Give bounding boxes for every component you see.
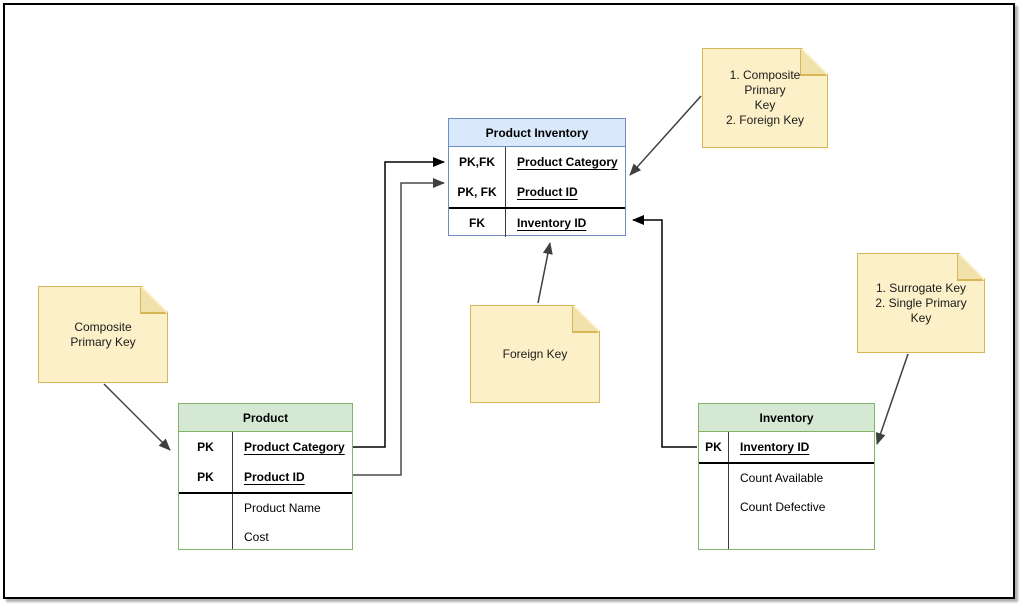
key-cell [179,522,233,549]
key-cell: PK [179,462,233,492]
table-row: PK Product ID [179,462,352,492]
field-cell: Product Category [517,155,618,169]
table-row: Count Available [699,462,874,492]
table-row: Product Name [179,492,352,522]
entity-table-product-inventory[interactable]: Product Inventory PK,FK Product Category… [448,118,626,237]
key-cell: PK, FK [449,177,506,207]
field-cell: Product ID [244,470,305,484]
key-cell [179,494,233,522]
field-cell: Inventory ID [740,440,810,454]
key-cell [699,464,729,492]
table-title: Product [179,404,352,432]
note-composite-pk[interactable]: Composite Primary Key [38,286,168,383]
table-row: PK Inventory ID [699,432,874,462]
field-cell: Product ID [517,185,578,199]
note-text: Foreign Key [502,346,568,361]
key-cell: PK [179,432,233,462]
field-cell: Cost [244,530,269,544]
note-text: Composite Primary Key [70,319,136,349]
field-cell: Inventory ID [517,216,587,230]
entity-table-inventory[interactable]: Inventory PK Inventory ID Count Availabl… [698,403,875,550]
table-title: Product Inventory [449,119,625,147]
note-composite-pk-fk[interactable]: 1. Composite Primary Key 2. Foreign Key [702,48,828,148]
table-title: Inventory [699,404,874,432]
field-cell: Product Category [244,440,345,454]
table-row: PK,FK Product Category [449,147,625,177]
note-text: 1. Composite Primary Key 2. Foreign Key [725,68,805,127]
entity-table-product[interactable]: Product PK Product Category PK Product I… [178,403,353,550]
key-cell: PK,FK [449,147,506,177]
key-cell: FK [449,209,506,237]
note-foreign-key[interactable]: Foreign Key [470,305,600,403]
note-text: 1. Surrogate Key 2. Single Primary Key [875,280,967,325]
table-row-empty [699,522,874,549]
table-row: Count Defective [699,492,874,522]
field-cell [729,522,874,549]
table-row: PK Product Category [179,432,352,462]
table-row: PK, FK Product ID [449,177,625,207]
key-cell [699,522,729,549]
field-cell: Count Defective [740,500,826,514]
note-surrogate-key[interactable]: 1. Surrogate Key 2. Single Primary Key [857,253,985,353]
field-cell: Count Available [740,471,824,485]
field-cell: Product Name [244,501,321,515]
key-cell: PK [699,432,729,462]
table-row: Cost [179,522,352,549]
key-cell [699,492,729,522]
table-row: FK Inventory ID [449,207,625,237]
